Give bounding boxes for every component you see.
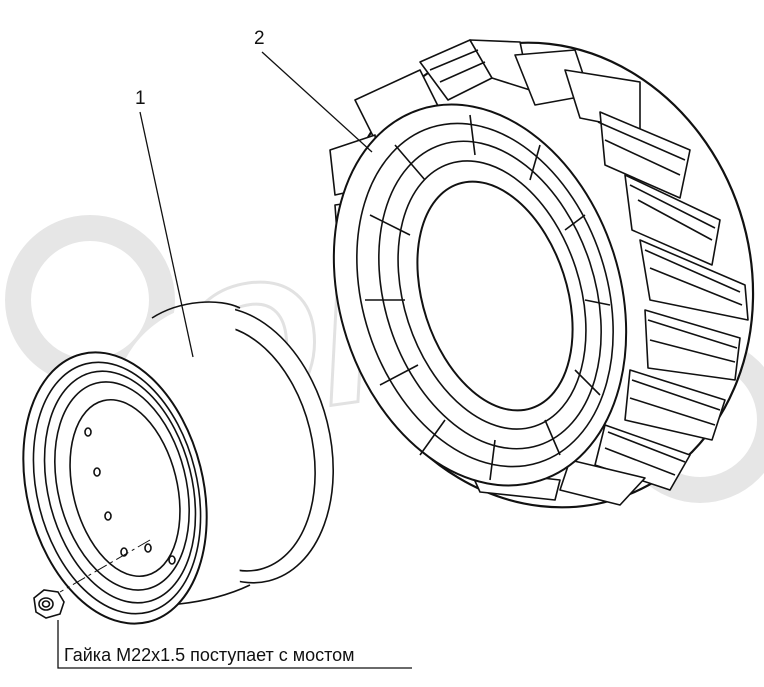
callout-tire: 2: [254, 28, 265, 49]
leader-lines: [57, 51, 412, 669]
tire: [329, 39, 755, 509]
rim: [22, 301, 335, 625]
nut: [33, 589, 65, 619]
note-leader: [57, 620, 412, 669]
leader-line-2: [261, 51, 373, 153]
nut-note: Гайка М22х1.5 поступает с мостом: [64, 645, 355, 665]
callout-rim: 1: [135, 88, 146, 109]
leader-line-1: [139, 111, 194, 358]
rim-bolt-holes: [84, 427, 176, 565]
tire-sidewall: [332, 103, 628, 487]
